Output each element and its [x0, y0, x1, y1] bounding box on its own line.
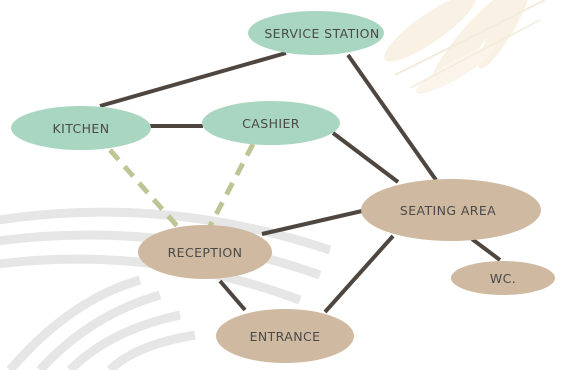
node-entrance-label: ENTRANCE	[250, 329, 321, 344]
node-wc: WC.	[451, 261, 555, 295]
node-entrance-shape	[216, 309, 354, 363]
connection-seating-area-to-reception	[261, 209, 363, 236]
node-seating-area-label: SEATING AREA	[400, 203, 496, 218]
node-service-station: SERVICE STATION	[248, 11, 384, 55]
node-kitchen-label: KITCHEN	[53, 121, 110, 136]
connection-cashier-to-seating-area	[331, 131, 400, 184]
node-cashier-shape	[202, 101, 340, 145]
connection-reception-to-entrance	[218, 279, 247, 312]
node-cashier: CASHIER	[202, 101, 340, 145]
node-seating-area-shape	[361, 179, 541, 241]
node-wc-shape	[451, 261, 555, 295]
node-reception-shape	[138, 225, 272, 279]
node-entrance: ENTRANCE	[216, 309, 354, 363]
connection-seating-area-to-wc	[470, 237, 502, 262]
connection-lines	[99, 51, 502, 314]
connection-kitchen-to-reception	[108, 148, 180, 229]
connection-kitchen-to-service-station	[99, 51, 287, 108]
nodes: SERVICE STATION KITCHEN CASHIER SEATING …	[11, 11, 555, 363]
node-reception: RECEPTION	[138, 225, 272, 279]
node-service-station-label: SERVICE STATION	[264, 26, 379, 41]
wheat-decoration	[384, 0, 546, 94]
background-decoration	[0, 0, 546, 370]
node-kitchen-shape	[11, 106, 151, 150]
connection-seating-area-to-entrance	[323, 234, 395, 314]
node-kitchen: KITCHEN	[11, 106, 151, 150]
connection-cashier-to-reception	[207, 142, 256, 228]
node-reception-label: RECEPTION	[168, 245, 243, 260]
arc-decoration	[0, 207, 332, 370]
connection-service-station-to-seating-area	[346, 53, 438, 182]
node-wc-label: WC.	[490, 271, 516, 286]
node-seating-area: SEATING AREA	[361, 179, 541, 241]
node-service-station-shape	[248, 11, 384, 55]
node-cashier-label: CASHIER	[242, 116, 300, 131]
